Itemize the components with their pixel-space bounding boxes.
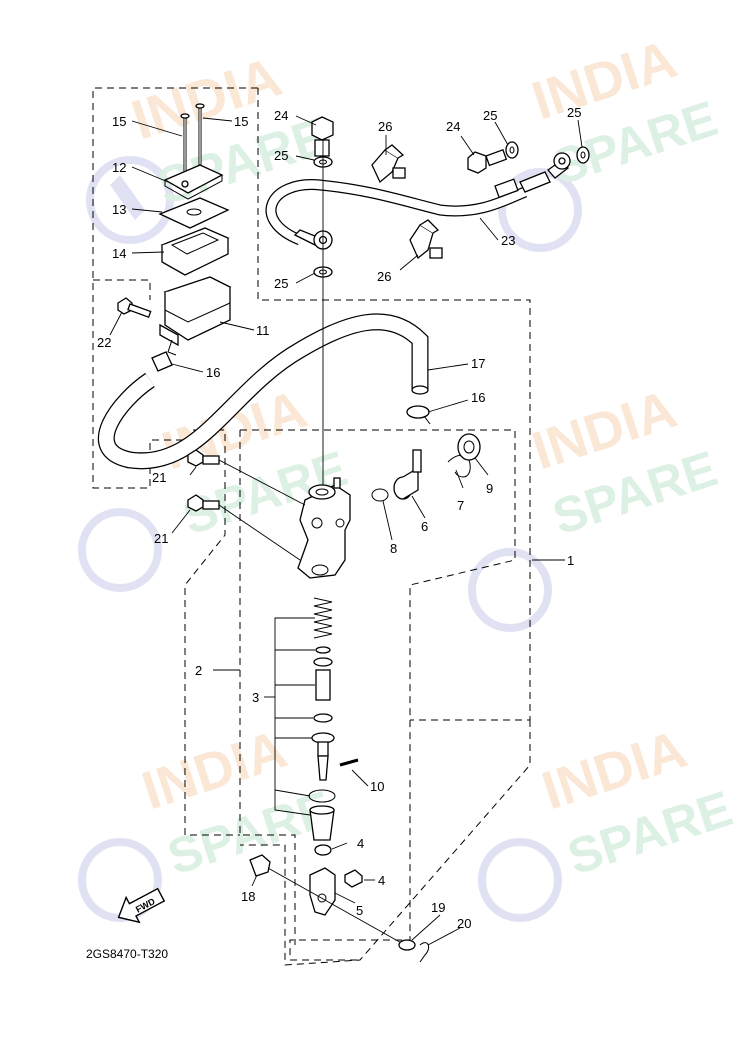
- callout-11: 11: [256, 323, 270, 338]
- clevis-pin: [249, 854, 271, 877]
- union-bolt-left: [311, 116, 334, 157]
- watermark-logo-icon: [86, 156, 174, 244]
- hose-clip-right: [406, 405, 431, 425]
- cotter-pin: [419, 942, 430, 963]
- callout-7: 7: [457, 498, 464, 513]
- washer-19: [398, 939, 416, 951]
- washer-25c: [505, 141, 519, 159]
- callout-25-far-right: 25: [567, 105, 581, 120]
- callout-23: 23: [501, 233, 515, 248]
- callout-20: 20: [457, 916, 471, 931]
- reservoir-cap: [163, 164, 224, 200]
- callout-4-upper: 4: [357, 836, 364, 851]
- callout-22: 22: [97, 335, 111, 350]
- callout-26-lower: 26: [377, 269, 391, 284]
- master-cylinder-body: [297, 477, 351, 579]
- callout-19: 19: [431, 900, 445, 915]
- callout-labels: 1 2 3 4 4 5 6 7 8 9 10 11 12 13 14 15 15…: [97, 105, 581, 931]
- reservoir-hose: [97, 313, 429, 470]
- union-bolt-right: [467, 149, 508, 174]
- callout-26-upper: 26: [378, 119, 392, 134]
- reservoir-diaphragm: [160, 227, 230, 276]
- callout-14: 14: [112, 246, 126, 261]
- callout-21-upper: 21: [152, 470, 166, 485]
- callout-24-right: 24: [446, 119, 460, 134]
- pin-10: [339, 758, 359, 767]
- nut-4a: [314, 844, 332, 856]
- callout-25-right: 25: [483, 108, 497, 123]
- reservoir-plate: [158, 197, 230, 229]
- callout-24-left: 24: [274, 108, 288, 123]
- callout-16-right: 16: [471, 390, 485, 405]
- hose-joint: [393, 449, 422, 500]
- washer-25d: [576, 146, 590, 164]
- hose-clamp-lower: [409, 219, 443, 260]
- callout-2: 2: [195, 663, 202, 678]
- bolt-22: [117, 297, 152, 318]
- callout-6: 6: [421, 519, 428, 534]
- callout-5: 5: [356, 903, 363, 918]
- callout-leaders: [109, 115, 583, 946]
- piston-kit: [308, 597, 336, 841]
- callout-9: 9: [486, 481, 493, 496]
- clevis-joint: [309, 867, 336, 916]
- callout-25-left-lower: 25: [274, 276, 288, 291]
- callout-4-lower: 4: [378, 873, 385, 888]
- circlip: [447, 454, 471, 478]
- hose-clip-left: [151, 351, 173, 372]
- callout-25-left-upper: 25: [274, 148, 288, 163]
- o-ring: [371, 488, 389, 502]
- callout-12: 12: [112, 160, 126, 175]
- callout-1: 1: [567, 553, 574, 568]
- callout-21-lower: 21: [154, 531, 168, 546]
- reservoir-body: [159, 276, 232, 356]
- nut-4b: [344, 869, 363, 888]
- callout-16-left: 16: [206, 365, 220, 380]
- hose-clamp-upper: [371, 144, 406, 184]
- callout-13: 13: [112, 202, 126, 217]
- callout-18: 18: [241, 889, 255, 904]
- bolt-21-upper: [187, 449, 220, 467]
- callout-3: 3: [252, 690, 259, 705]
- callout-8: 8: [390, 541, 397, 556]
- brake-hose: [265, 152, 571, 250]
- callout-15-right: 15: [234, 114, 248, 129]
- diagram-code: 2GS8470-T320: [86, 947, 168, 961]
- piston-kit-leaders: [274, 617, 315, 816]
- callout-10: 10: [370, 779, 384, 794]
- callout-15-left: 15: [112, 114, 126, 129]
- reservoir-screw: [180, 103, 205, 180]
- grommet: [457, 433, 481, 461]
- callout-17: 17: [471, 356, 485, 371]
